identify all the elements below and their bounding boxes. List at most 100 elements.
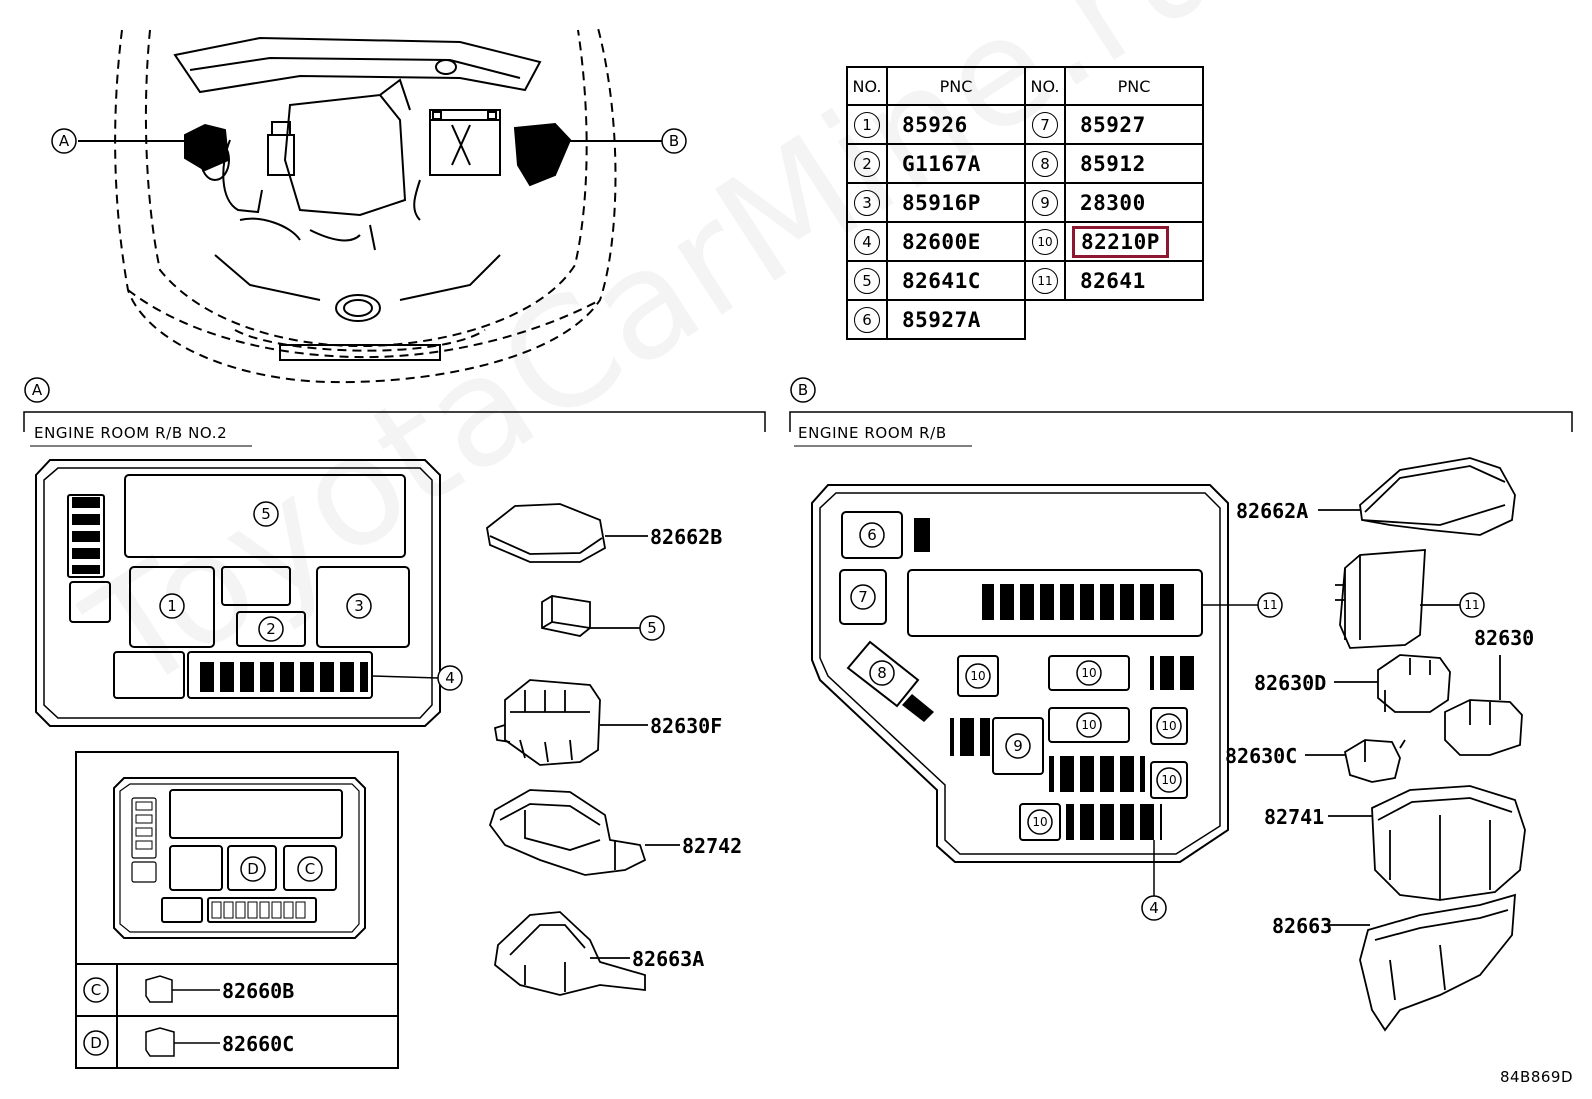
part-block-82630d: [1334, 654, 1451, 713]
part-cover-82662a: [1318, 457, 1516, 536]
relay-box-no2-fuses: [72, 497, 368, 692]
pnc-value[interactable]: 85912: [1064, 143, 1204, 184]
part-label-5: 5: [639, 615, 665, 641]
header-no-left: NO.: [846, 66, 888, 106]
pnc-value[interactable]: 85927A: [886, 299, 1026, 340]
relay-box-no2-labels: 5 1 2 3 4: [159, 501, 463, 691]
svg-text:5: 5: [261, 505, 271, 523]
svg-text:10: 10: [1161, 719, 1176, 733]
item-number: 8: [1032, 150, 1058, 177]
legend-row-c: C 82660B: [83, 975, 294, 1003]
empty-cell: [1025, 300, 1203, 339]
part-ecu-11: [1335, 549, 1460, 649]
part-label-82630d: 82630D: [1254, 671, 1326, 695]
table-row: 1 85926 7 85927: [846, 104, 1204, 145]
svg-text:8: 8: [877, 664, 887, 682]
relay-box-no2-bottom-detail: [135, 801, 306, 919]
item-number: 2: [854, 150, 880, 177]
item-number: 1: [854, 111, 880, 138]
svg-text:1: 1: [167, 597, 177, 615]
svg-text:3: 3: [354, 597, 364, 615]
svg-text:2: 2: [266, 620, 276, 638]
car-engine-bay-illustration: [78, 27, 662, 384]
svg-text:11: 11: [1262, 598, 1277, 612]
pnc-table-header: NO. PNC NO. PNC: [846, 66, 1204, 106]
part-label-82742: 82742: [682, 834, 742, 858]
svg-text:9: 9: [1013, 737, 1023, 755]
svg-text:5: 5: [647, 619, 657, 637]
table-row: 3 85916P 9 28300: [846, 182, 1204, 223]
relay-box-b-fuses: [902, 518, 1194, 840]
svg-text:82660C: 82660C: [222, 1032, 294, 1056]
part-housing-82742: [488, 789, 680, 876]
table-row: 4 82600E 10 82210P: [846, 221, 1204, 262]
part-block-82630f: [493, 679, 648, 766]
part-block-82630: [1444, 655, 1523, 756]
callout-b-top: B: [661, 128, 687, 154]
svg-text:10: 10: [1032, 815, 1047, 829]
section-a-title: ENGINE ROOM R/B NO.2: [34, 424, 227, 442]
part-block-82630c: [1305, 739, 1406, 783]
header-pnc-right: PNC: [1064, 66, 1204, 106]
svg-text:82660B: 82660B: [222, 979, 294, 1003]
highlighted-pnc[interactable]: 82210P: [1072, 225, 1169, 258]
part-label-82663: 82663: [1272, 914, 1332, 938]
pnc-value[interactable]: G1167A: [886, 143, 1026, 184]
item-number: 7: [1032, 111, 1058, 138]
svg-text:4: 4: [1149, 899, 1159, 917]
callout-a-top: A: [51, 128, 77, 154]
header-no-right: NO.: [1024, 66, 1066, 106]
relay-box-b-labels: 6 7 8 9 10 10 10 10 10 10 11 4: [850, 522, 1283, 921]
part-label-82630f: 82630F: [650, 714, 722, 738]
item-number: 10: [1032, 228, 1058, 255]
pnc-value[interactable]: 82641C: [886, 260, 1026, 301]
part-bracket-82663: [1328, 893, 1516, 1032]
part-label-82630c: 82630C: [1225, 744, 1297, 768]
pnc-value[interactable]: 28300: [1064, 182, 1204, 223]
pnc-value[interactable]: 85927: [1064, 104, 1204, 145]
svg-text:10: 10: [1081, 718, 1096, 732]
table-row: 5 82641C 11 82641: [846, 260, 1204, 301]
relay-box-b: [811, 484, 1229, 863]
item-number: 4: [854, 228, 880, 255]
part-label-82630: 82630: [1474, 626, 1534, 650]
svg-text:B: B: [798, 381, 808, 399]
svg-text:6: 6: [867, 526, 877, 544]
item-number: 11: [1032, 267, 1058, 294]
pnc-value[interactable]: 82600E: [886, 221, 1026, 262]
part-housing-82741: [1328, 785, 1526, 901]
section-b-marker: B: [790, 377, 816, 403]
part-relay-5: [541, 595, 640, 637]
pnc-value[interactable]: 85916P: [886, 182, 1026, 223]
part-label-82662b: 82662B: [650, 525, 722, 549]
header-pnc-left: PNC: [886, 66, 1026, 106]
pnc-value[interactable]: 82641: [1064, 260, 1204, 301]
item-number: 6: [854, 306, 880, 333]
svg-text:C: C: [91, 981, 101, 999]
pnc-value[interactable]: 85926: [886, 104, 1026, 145]
svg-text:4: 4: [445, 669, 455, 687]
relay-box-no2-bottom-view: [75, 751, 399, 1069]
part-bracket-82663a: [494, 911, 646, 996]
item-number: 3: [854, 189, 880, 216]
pnc-value-highlighted[interactable]: 82210P: [1064, 221, 1204, 262]
part-cover-82662b: [486, 503, 648, 563]
relay-box-no2-bottom-labels: D C: [240, 856, 323, 882]
section-a-marker: A: [24, 377, 50, 403]
diagram-code: 84B869D: [1500, 1068, 1573, 1086]
part-label-11: 11: [1459, 592, 1485, 618]
part-label-82663a: 82663A: [632, 947, 704, 971]
table-row: 6 85927A: [846, 299, 1203, 340]
section-b-title: ENGINE ROOM R/B: [798, 424, 947, 442]
relay-box-no2: [35, 459, 441, 727]
item-number: 9: [1032, 189, 1058, 216]
svg-text:A: A: [59, 132, 70, 150]
svg-text:C: C: [305, 860, 315, 878]
svg-text:D: D: [90, 1034, 102, 1052]
svg-text:A: A: [32, 381, 43, 399]
legend-row-d: D 82660C: [83, 1027, 294, 1057]
svg-text:B: B: [669, 132, 679, 150]
svg-text:10: 10: [1161, 773, 1176, 787]
pnc-table: NO. PNC NO. PNC 1 85926 7 85927 2 G1167A…: [846, 66, 1204, 340]
